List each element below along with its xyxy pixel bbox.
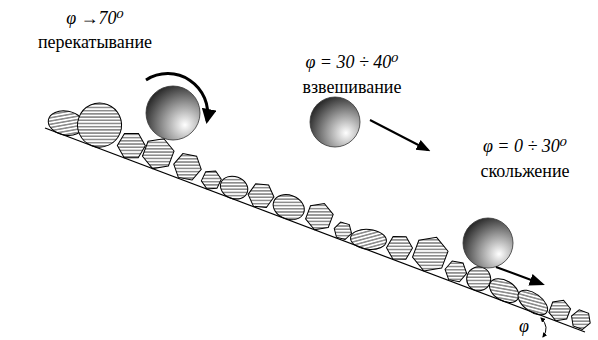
grain-shape [199, 168, 223, 193]
grain-shape [442, 258, 470, 285]
angle-symbol: φ [519, 316, 529, 336]
grain-shape [485, 274, 523, 308]
grain [170, 150, 205, 184]
grain [199, 168, 223, 193]
grain-shape [217, 172, 251, 202]
grain-shape [245, 179, 277, 211]
rolling-sphere [146, 86, 200, 140]
grain [547, 297, 573, 324]
grain [345, 219, 392, 260]
mode-label: скольжение [480, 161, 569, 181]
sliding-arrow [496, 267, 542, 284]
grain-shape [270, 190, 308, 224]
angle-formula: φ →70⁰ [66, 8, 124, 28]
grain [384, 232, 416, 265]
grain [511, 284, 555, 322]
grain [270, 190, 308, 224]
grain [245, 179, 277, 211]
slope-line [45, 128, 585, 332]
angle-formula: φ = 0 ÷ 30⁰ [483, 136, 567, 156]
grain [483, 273, 525, 309]
grain-shape [384, 232, 416, 265]
angle-arc [541, 318, 546, 337]
grain [442, 258, 470, 285]
grain-shape [547, 297, 573, 324]
grain-shape [350, 228, 388, 251]
angle-formula: φ = 30 ÷ 40⁰ [305, 52, 398, 72]
suspended-sphere [310, 97, 360, 147]
mode-label: перекатывание [38, 32, 152, 52]
sliding-sphere [463, 218, 513, 268]
rolling-arrow [146, 74, 208, 121]
grain-layer [42, 86, 598, 336]
grain-shape [170, 150, 205, 184]
suspension-arrow [370, 120, 428, 150]
grain-shape [303, 199, 336, 234]
grain [303, 199, 336, 234]
grain-shape [514, 285, 552, 319]
grain [217, 172, 251, 202]
mode-label: взвешивание [303, 77, 402, 97]
